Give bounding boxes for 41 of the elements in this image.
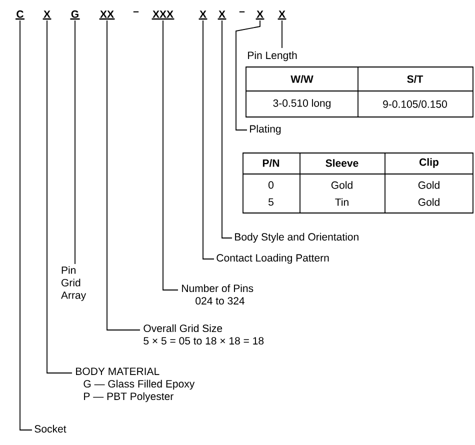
table-cell: W/W xyxy=(290,75,314,83)
description-text: Number of Pins 024 to 324 xyxy=(182,284,254,305)
leader-line xyxy=(236,20,260,130)
code-letter: X xyxy=(278,10,286,20)
description-text: Pin Grid Array xyxy=(61,266,86,301)
table-cell: Tin xyxy=(335,198,348,206)
leader-line xyxy=(162,20,178,290)
code-letter: C xyxy=(16,10,24,20)
description-text: Body Style and Orientation xyxy=(235,232,358,243)
table-cell: Sleeve xyxy=(326,159,358,167)
leader-line xyxy=(20,20,32,430)
table-cell: 5 xyxy=(268,198,274,206)
code-letter: X xyxy=(218,10,226,20)
description-text: Overall Grid Size 5 × 5 = 05 to 18 × 18 = 18 xyxy=(144,324,264,345)
leader-line xyxy=(222,20,232,238)
code-letter: XXX xyxy=(152,10,174,20)
leader-line xyxy=(202,20,214,260)
table-cell: Clip xyxy=(420,158,438,168)
description-text: Plating xyxy=(250,124,281,135)
table-cell: 3-0.510 long xyxy=(273,99,330,109)
table-cell: 9-0.105/0.150 xyxy=(383,100,447,108)
code-letter: XX xyxy=(99,10,115,20)
description-text: Socket xyxy=(34,424,66,433)
table-cell: Gold xyxy=(418,181,440,189)
leader-line xyxy=(46,20,72,374)
description-text: BODY MATERIAL G — Glass Filled Epoxy P — PBT Polyester xyxy=(76,368,195,402)
table-cell: 0 xyxy=(268,181,274,189)
description-text: Pin Length xyxy=(248,51,297,62)
table-cell: Gold xyxy=(418,198,440,206)
table-cell: S/T xyxy=(407,75,424,83)
code-dash: – xyxy=(133,11,139,12)
leader-line xyxy=(74,20,76,264)
leader-line xyxy=(106,20,140,330)
table-cell: P/N xyxy=(262,159,280,167)
code-letter: X xyxy=(198,10,208,20)
code-letter: X xyxy=(256,10,264,20)
description-text: Contact Loading Pattern xyxy=(216,254,329,264)
code-dash: – xyxy=(239,11,245,12)
code-letter: X xyxy=(42,10,52,20)
code-letter: G xyxy=(70,10,80,20)
table-cell: Gold xyxy=(331,181,352,189)
